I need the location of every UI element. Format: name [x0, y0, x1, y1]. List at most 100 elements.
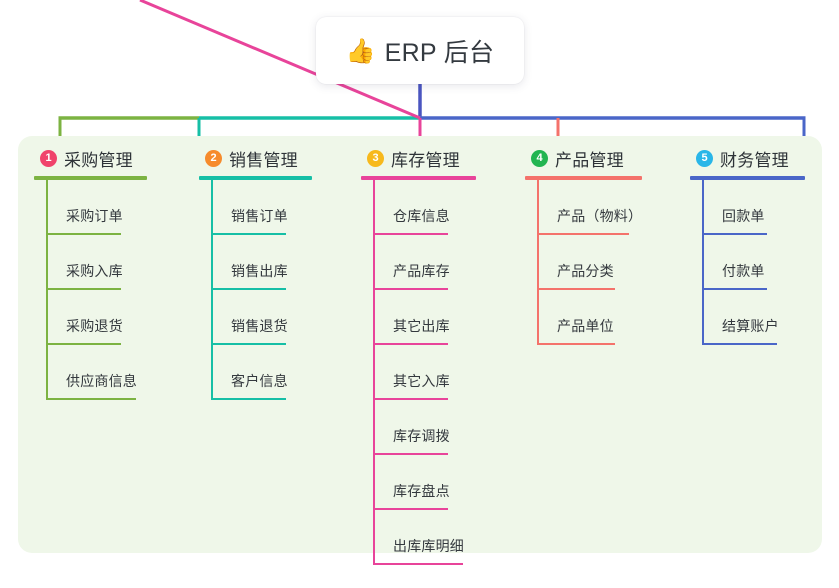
list-item-label: 回款单 — [722, 208, 765, 224]
column-产品管理: 4 产品管理产品（物料） 产品分类产品单位 — [525, 146, 642, 345]
column-title: 库存管理 — [391, 150, 460, 170]
list-item[interactable]: 产品分类 — [525, 235, 642, 290]
column-underline — [361, 176, 476, 180]
list-item-underline — [373, 508, 448, 510]
list-item-underline — [211, 288, 286, 290]
list-item-underline — [46, 398, 136, 400]
list-item[interactable]: 客户信息 — [199, 345, 312, 400]
list-item-underline — [702, 343, 777, 345]
list-item-label: 客户信息 — [231, 373, 288, 389]
root-node-label: ERP 后台 — [384, 38, 495, 67]
column-number-badge: 3 — [367, 149, 384, 167]
list-item-label: 采购订单 — [66, 208, 123, 224]
column-underline — [525, 176, 642, 180]
column-header-3[interactable]: 3 库存管理 — [361, 146, 476, 170]
list-item[interactable]: 供应商信息 — [34, 345, 147, 400]
column-header-5[interactable]: 5 财务管理 — [690, 146, 805, 170]
list-item-underline — [46, 288, 121, 290]
list-item-underline — [537, 233, 629, 235]
list-item-label: 仓库信息 — [393, 208, 450, 224]
column-underline — [690, 176, 805, 180]
list-item-underline — [211, 233, 286, 235]
list-item[interactable]: 产品单位 — [525, 290, 642, 345]
column-items: 产品（物料） 产品分类产品单位 — [525, 180, 642, 345]
column-库存管理: 3 库存管理仓库信息产品库存其它出库其它入库库存调拨库存盘点出库库明细 — [361, 146, 476, 565]
list-item-label: 产品（物料） — [557, 208, 643, 224]
branch-stem — [46, 180, 48, 400]
list-item-label: 结算账户 — [722, 318, 779, 334]
list-item-label: 销售出库 — [231, 263, 288, 279]
list-item-label: 其它入库 — [393, 373, 450, 389]
list-item[interactable]: 出库库明细 — [361, 510, 476, 565]
column-title: 财务管理 — [720, 150, 789, 170]
list-item-label: 供应商信息 — [66, 373, 137, 389]
list-item[interactable]: 仓库信息 — [361, 180, 476, 235]
list-item[interactable]: 采购入库 — [34, 235, 147, 290]
list-item[interactable]: 销售订单 — [199, 180, 312, 235]
list-item[interactable]: 回款单 — [690, 180, 805, 235]
list-item[interactable]: 付款单 — [690, 235, 805, 290]
column-underline — [34, 176, 147, 180]
list-item-label: 产品库存 — [393, 263, 450, 279]
column-title: 采购管理 — [64, 150, 133, 170]
list-item-underline — [373, 288, 448, 290]
column-number-badge: 2 — [205, 149, 222, 167]
list-item[interactable]: 其它入库 — [361, 345, 476, 400]
column-header-1[interactable]: 1 采购管理 — [34, 146, 147, 170]
column-number-badge: 5 — [696, 149, 713, 167]
list-item-underline — [702, 233, 767, 235]
column-title: 销售管理 — [229, 150, 298, 170]
list-item-underline — [373, 233, 448, 235]
list-item-label: 出库库明细 — [393, 538, 464, 554]
list-item-label: 销售退货 — [231, 318, 288, 334]
list-item-underline — [46, 233, 121, 235]
column-销售管理: 2 销售管理销售订单销售出库销售退货客户信息 — [199, 146, 312, 400]
list-item[interactable]: 销售退货 — [199, 290, 312, 345]
column-采购管理: 1 采购管理采购订单采购入库采购退货供应商信息 — [34, 146, 147, 400]
list-item-label: 库存调拨 — [393, 428, 450, 444]
list-item-label: 销售订单 — [231, 208, 288, 224]
list-item[interactable]: 采购退货 — [34, 290, 147, 345]
list-item-underline — [46, 343, 121, 345]
column-number-badge: 4 — [531, 149, 548, 167]
column-title: 产品管理 — [555, 150, 624, 170]
list-item-label: 采购退货 — [66, 318, 123, 334]
branch-stem — [373, 180, 375, 565]
root-node-erp-backend[interactable]: 👍 ERP 后台 — [316, 17, 524, 84]
list-item[interactable]: 采购订单 — [34, 180, 147, 235]
list-item[interactable]: 库存调拨 — [361, 400, 476, 455]
column-财务管理: 5 财务管理回款单付款单结算账户 — [690, 146, 805, 345]
column-number-badge: 1 — [40, 149, 57, 167]
list-item-underline — [373, 563, 463, 565]
list-item-label: 其它出库 — [393, 318, 450, 334]
list-item-underline — [373, 453, 448, 455]
list-item[interactable]: 销售出库 — [199, 235, 312, 290]
list-item-underline — [211, 398, 286, 400]
column-items: 仓库信息产品库存其它出库其它入库库存调拨库存盘点出库库明细 — [361, 180, 476, 565]
list-item-label: 付款单 — [722, 263, 765, 279]
list-item-label: 产品分类 — [557, 263, 614, 279]
column-underline — [199, 176, 312, 180]
column-header-4[interactable]: 4 产品管理 — [525, 146, 642, 170]
list-item-underline — [702, 288, 767, 290]
column-items: 回款单付款单结算账户 — [690, 180, 805, 345]
list-item[interactable]: 产品库存 — [361, 235, 476, 290]
list-item[interactable]: 结算账户 — [690, 290, 805, 345]
list-item-underline — [373, 343, 448, 345]
list-item-underline — [537, 288, 615, 290]
list-item[interactable]: 库存盘点 — [361, 455, 476, 510]
connector-lines — [58, 0, 806, 140]
column-items: 销售订单销售出库销售退货客户信息 — [199, 180, 312, 400]
list-item[interactable]: 其它出库 — [361, 290, 476, 345]
list-item-label: 产品单位 — [557, 318, 614, 334]
branch-stem — [702, 180, 704, 345]
list-item[interactable]: 产品（物料） — [525, 180, 642, 235]
list-item-label: 库存盘点 — [393, 483, 450, 499]
column-items: 采购订单采购入库采购退货供应商信息 — [34, 180, 147, 400]
list-item-label: 采购入库 — [66, 263, 123, 279]
branch-stem — [211, 180, 213, 400]
list-item-underline — [537, 343, 615, 345]
list-item-underline — [373, 398, 448, 400]
column-header-2[interactable]: 2 销售管理 — [199, 146, 312, 170]
